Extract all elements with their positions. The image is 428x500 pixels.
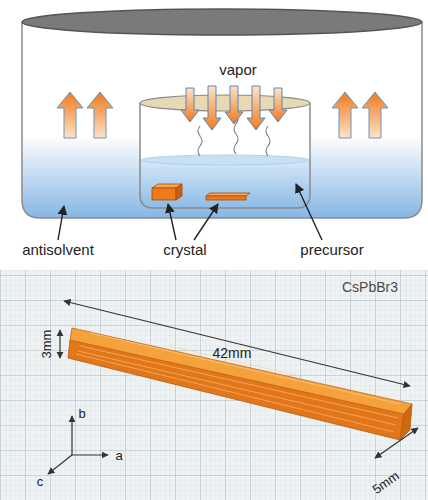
axis-label: b	[78, 407, 85, 421]
height-dimension: 3mm	[40, 330, 54, 359]
jar-lid	[22, 9, 422, 35]
width-dimension: 5mm	[370, 469, 402, 497]
grid-lines	[0, 270, 428, 500]
liquid-surface	[141, 155, 309, 165]
sample-name: CsPbBr3	[342, 280, 398, 295]
axis-triad	[48, 416, 108, 474]
leader-arrows	[58, 184, 322, 240]
inner-vial	[140, 103, 310, 208]
diffusing-vapor-arrows	[181, 86, 287, 130]
crystal-label: crystal	[163, 242, 206, 259]
crystallization-setup	[22, 9, 422, 240]
length-dimension: 42mm	[213, 346, 252, 361]
vial-lid	[140, 95, 310, 111]
small-crystals	[152, 184, 250, 200]
crystal-photo	[0, 270, 428, 500]
outer-jar	[22, 22, 422, 218]
grid-paper	[0, 270, 428, 500]
antisolvent-label: antisolvent	[22, 242, 94, 259]
precursor-label: precursor	[300, 242, 363, 259]
axis-label: c	[37, 475, 44, 489]
dimension-arrows	[60, 301, 418, 458]
axis-label: a	[115, 449, 122, 463]
vapor-label: vapor	[219, 62, 257, 79]
